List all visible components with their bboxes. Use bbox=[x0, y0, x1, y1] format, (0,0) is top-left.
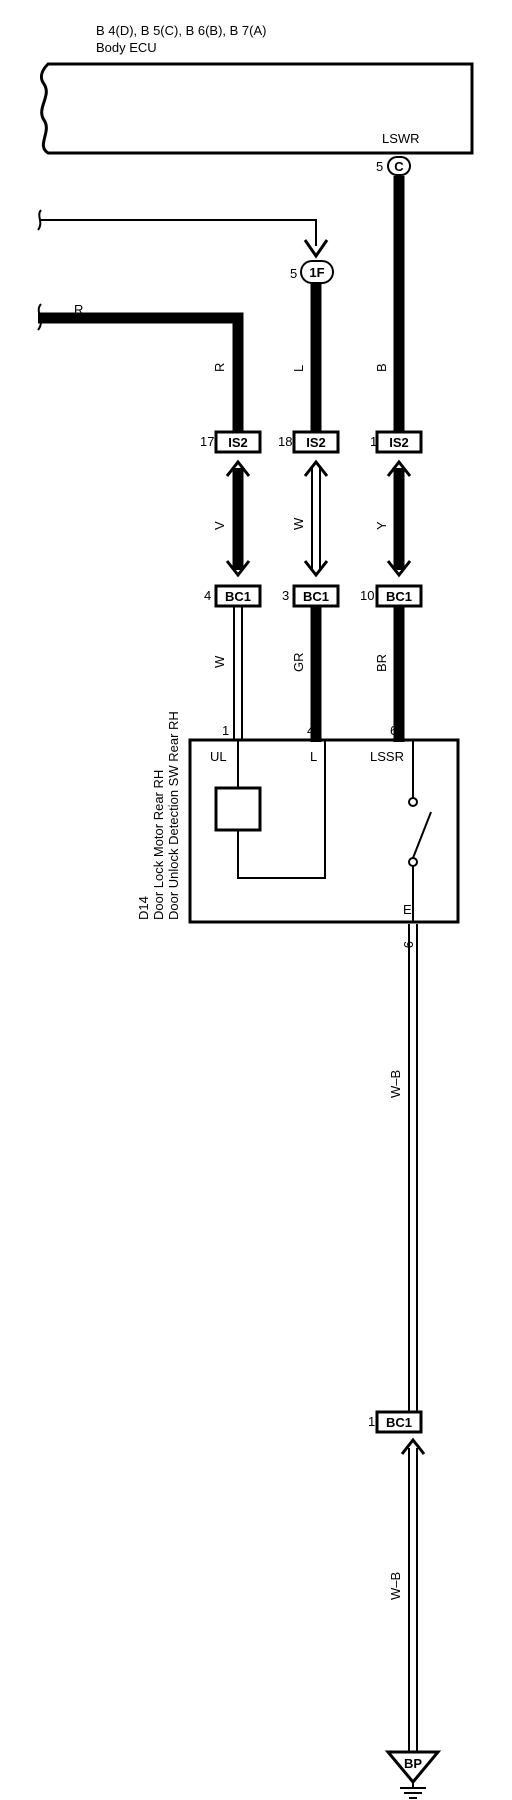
terminal-e: E bbox=[403, 902, 412, 917]
terminal-ul: UL bbox=[210, 749, 227, 764]
bc1-connector-1 bbox=[214, 584, 262, 608]
bc1-pin-10: 10 bbox=[360, 588, 374, 603]
component-pin-6: 6 bbox=[390, 723, 397, 738]
wire-wb-upper bbox=[408, 924, 418, 1413]
ground-icon bbox=[400, 1782, 426, 1799]
junction-pin: 5 bbox=[290, 266, 297, 281]
terminal-lssr: LSSR bbox=[370, 749, 404, 764]
component-line1: Door Lock Motor Rear RH bbox=[151, 770, 166, 920]
wire-wb-upper-label: W–B bbox=[388, 1070, 403, 1098]
bc1-label-2: BC1 bbox=[303, 589, 329, 604]
bc1-pin-3: 3 bbox=[282, 588, 289, 603]
bc1-label-1: BC1 bbox=[225, 589, 251, 604]
is2-connector-1 bbox=[214, 430, 262, 454]
break-mark bbox=[37, 209, 42, 231]
switch-contact-top bbox=[408, 797, 418, 807]
is2-pin-17: 17 bbox=[200, 434, 214, 449]
wire-v bbox=[225, 459, 251, 578]
bc1-pin-4: 4 bbox=[204, 588, 211, 603]
wire-w-mid bbox=[303, 459, 329, 578]
wire-v-label: V bbox=[212, 521, 227, 530]
ecu-terminal-lswr: LSWR bbox=[382, 131, 420, 146]
wire-br-label: BR bbox=[374, 654, 389, 672]
wire-w-lower bbox=[233, 606, 243, 740]
bc1-label-3: BC1 bbox=[386, 589, 412, 604]
ground-point-triangle bbox=[384, 1750, 442, 1785]
is2-connector-3 bbox=[375, 430, 423, 454]
wire-wb-lower-label: W–B bbox=[388, 1572, 403, 1600]
wire-y-label: Y bbox=[374, 521, 389, 530]
ecu-pin-letter: C bbox=[394, 159, 404, 174]
wire-y bbox=[386, 459, 412, 578]
motor-return-wire bbox=[237, 740, 326, 879]
wire-r bbox=[38, 312, 244, 433]
wire-gr-label: GR bbox=[291, 653, 306, 673]
bc1-ground-connector bbox=[375, 1410, 423, 1434]
switch-blade bbox=[412, 811, 432, 859]
junction-1f-label: 1F bbox=[309, 265, 324, 280]
ecu-name: Body ECU bbox=[96, 40, 157, 55]
is2-pin-1: 1 bbox=[370, 434, 377, 449]
component-pin-1: 1 bbox=[222, 723, 229, 738]
switch-contact-bottom bbox=[408, 857, 418, 867]
junction-arrow bbox=[303, 239, 329, 259]
is2-connector-2 bbox=[292, 430, 340, 454]
body-ecu-box bbox=[40, 62, 474, 155]
wire-l-label: L bbox=[291, 365, 306, 372]
wire-wb-lower bbox=[400, 1437, 426, 1763]
wire-b-label: B bbox=[374, 363, 389, 372]
component-pin-4: 4 bbox=[307, 723, 314, 738]
component-id: D14 bbox=[136, 896, 151, 920]
is2-label-1: IS2 bbox=[228, 435, 248, 450]
terminal-l: L bbox=[310, 749, 317, 764]
ecu-connector-line: B 4(D), B 5(C), B 6(B), B 7(A) bbox=[96, 23, 266, 38]
bc1-ground-pin: 1 bbox=[368, 1414, 375, 1429]
component-line2: Door Unlock Detection SW Rear RH bbox=[166, 711, 181, 920]
wire-r-top-label: R bbox=[74, 302, 83, 317]
bc1-ground-label: BC1 bbox=[386, 1415, 412, 1430]
ground-point-label: BP bbox=[404, 1756, 422, 1771]
ecu-pin-number: 5 bbox=[376, 159, 383, 174]
is2-pin-18: 18 bbox=[278, 434, 292, 449]
wire-from-left-thin bbox=[40, 219, 317, 246]
is2-label-3: IS2 bbox=[389, 435, 409, 450]
motor-symbol bbox=[214, 786, 262, 832]
wire-w-mid-label: W bbox=[291, 517, 306, 530]
wire-r-label: R bbox=[212, 363, 227, 372]
is2-label-2: IS2 bbox=[306, 435, 326, 450]
wire-w-lower-label: W bbox=[212, 655, 227, 668]
